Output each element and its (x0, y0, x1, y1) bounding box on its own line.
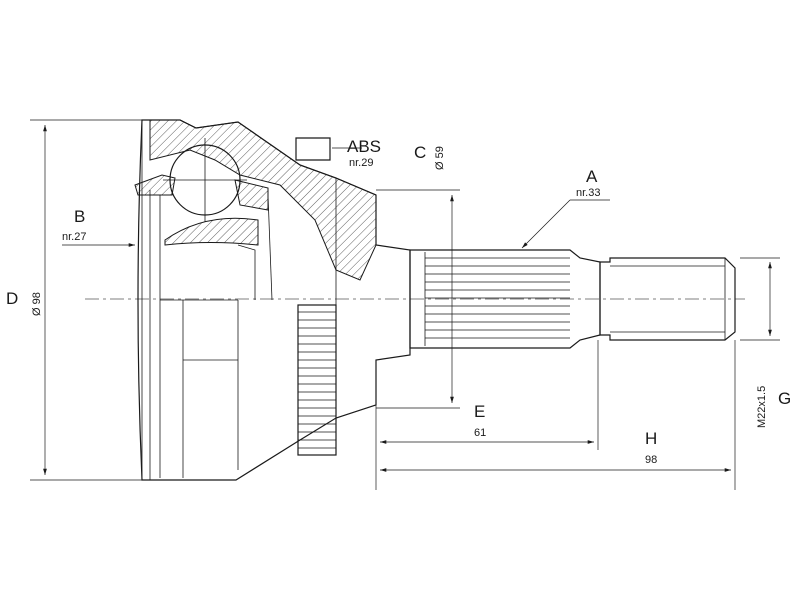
label-b-nr: nr.27 (62, 231, 86, 243)
label-h: H (645, 429, 657, 448)
ball-bearing (163, 138, 247, 222)
label-c: C (414, 143, 426, 162)
label-g: G (778, 389, 791, 408)
label-e: E (474, 402, 485, 421)
threaded-stud (599, 257, 736, 341)
label-c-dia: Ø 59 (434, 146, 446, 170)
label-h-val: 98 (645, 454, 657, 466)
label-b: B (74, 207, 85, 226)
housing-section-hatch (134, 119, 377, 281)
abs-tone-ring (295, 137, 337, 456)
label-g-thread: M22x1.5 (756, 386, 768, 428)
label-d-dia: Ø 98 (31, 292, 43, 316)
labels: ABS nr.29 C Ø 59 A nr.33 B nr.27 D Ø 98 … (6, 137, 791, 466)
label-e-val: 61 (474, 427, 486, 439)
label-a-nr: nr.33 (576, 187, 600, 199)
label-abs: ABS (347, 137, 381, 156)
label-a: A (586, 167, 598, 186)
label-d: D (6, 289, 18, 308)
label-abs-nr: nr.29 (349, 157, 373, 169)
dimension-lines (30, 119, 780, 490)
